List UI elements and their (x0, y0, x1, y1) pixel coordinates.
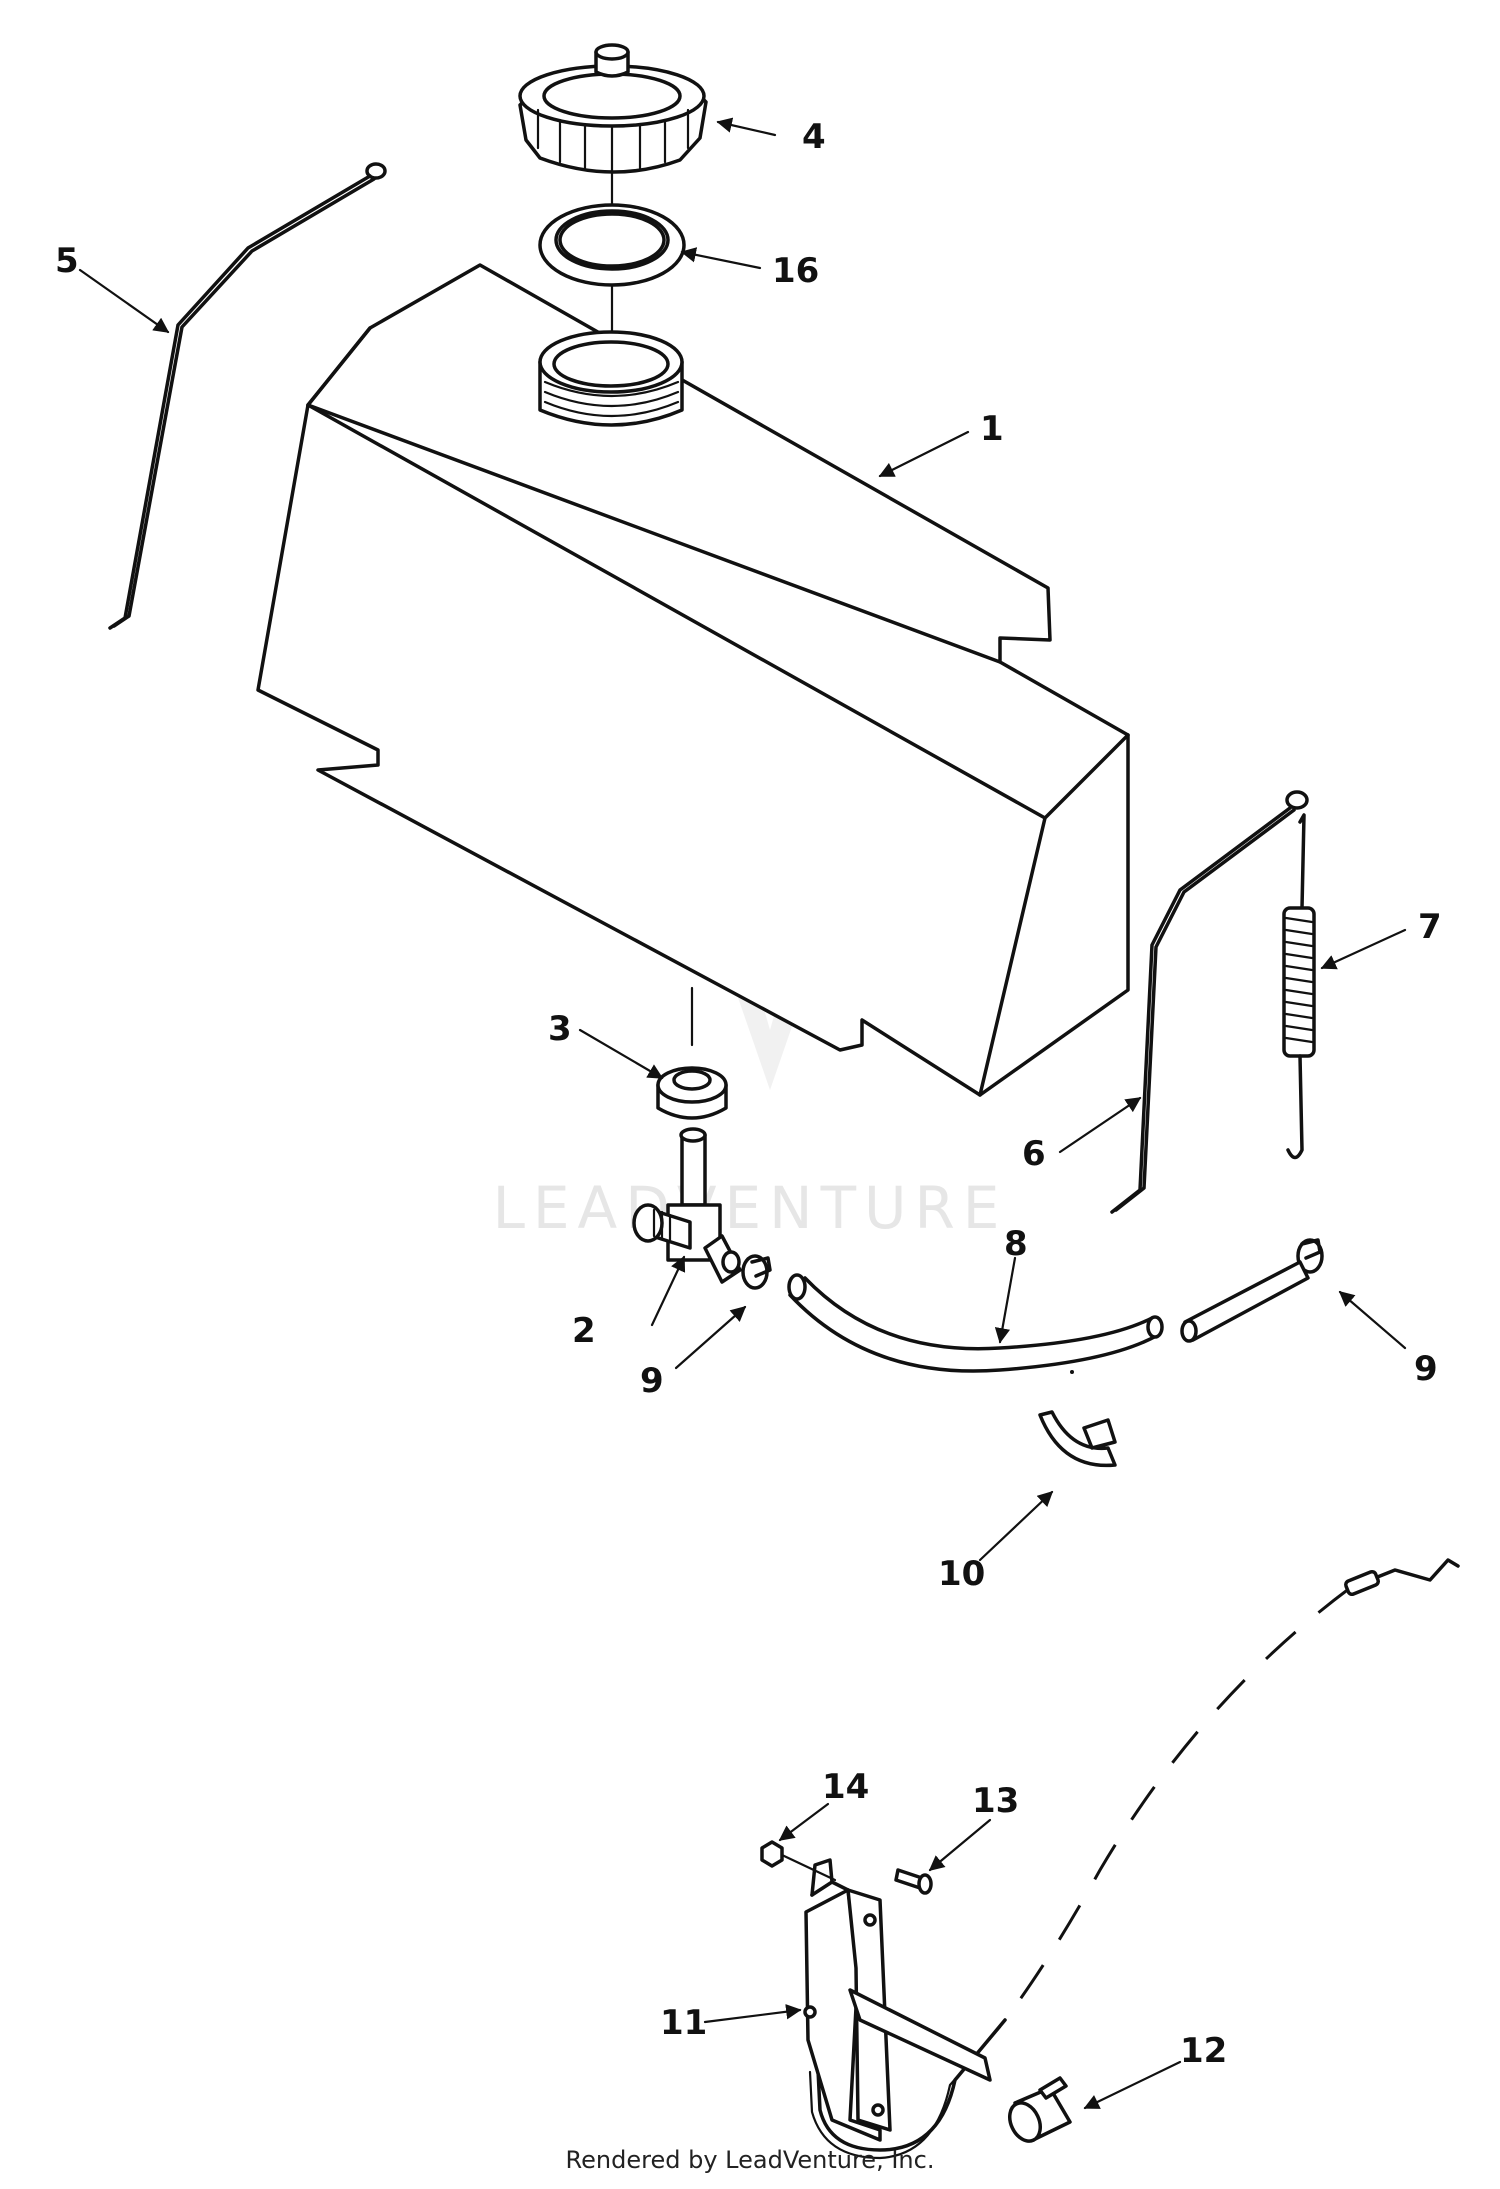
callout-5: 5 (55, 241, 79, 281)
part-bushing (656, 986, 728, 1120)
footer-credit: Rendered by LeadVenture, Inc. (566, 2146, 935, 2174)
part-bracket (803, 1858, 992, 2142)
callout-13: 13 (972, 1781, 1019, 1821)
part-fuel-cap (518, 43, 708, 174)
part-spring (1282, 813, 1316, 1160)
callout-3: 3 (548, 1009, 572, 1049)
callout-4: 4 (802, 117, 826, 157)
callout-14: 14 (822, 1767, 869, 1807)
callout-6: 6 (1022, 1134, 1046, 1174)
part-rod-left (108, 162, 387, 630)
callout-arrows (78, 117, 1407, 2110)
part-control-cable (808, 1558, 1460, 2160)
callout-16: 16 (772, 251, 819, 291)
callout-8: 8 (1004, 1224, 1028, 1264)
callout-1: 1 (980, 409, 1004, 449)
callout-9-left: 9 (640, 1361, 664, 1401)
part-nut (760, 1840, 837, 1882)
callout-9-right: 9 (1414, 1349, 1438, 1389)
part-fuel-line (787, 1260, 1310, 1374)
callout-11: 11 (660, 2003, 707, 2043)
part-fuel-tank (256, 263, 1130, 1097)
part-shutoff-valve (632, 1127, 742, 1284)
callout-12: 12 (1180, 2031, 1227, 2071)
part-knob (1008, 2076, 1072, 2143)
part-clamp-left (741, 1254, 772, 1290)
part-clamp-right (1296, 1238, 1324, 1274)
watermark-text: LEADVENTURE (493, 1174, 1008, 1242)
callout-2: 2 (572, 1311, 596, 1351)
part-gasket (538, 203, 686, 287)
part-rod-right (1110, 790, 1309, 1214)
callout-10: 10 (938, 1554, 985, 1594)
part-bolt (894, 1868, 933, 1895)
callout-7: 7 (1418, 907, 1442, 947)
part-clip (1038, 1410, 1117, 1468)
callout-labels: 1 2 3 4 5 6 7 8 9 9 10 11 12 13 14 16 (55, 117, 1442, 2071)
